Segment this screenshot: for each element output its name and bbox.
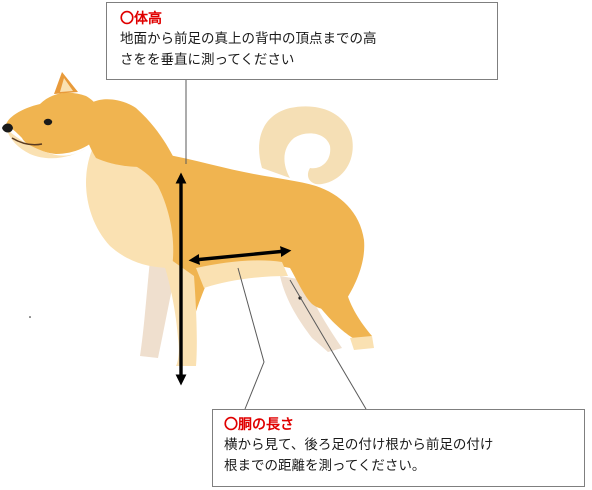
near-hind-leg: [292, 262, 372, 340]
stray-dot: [29, 316, 31, 318]
length-callout-line-2: 根までの距離を測ってください。: [224, 458, 426, 474]
dog-belly: [196, 260, 288, 288]
hind-paw: [350, 336, 374, 350]
dog-neck: [83, 99, 176, 167]
dog-nose: [2, 123, 13, 133]
far-hind-leg: [280, 276, 342, 352]
dog-head: [6, 92, 103, 154]
dog-chest: [86, 150, 174, 268]
length-callout: 〇胴の長さ 横から見て、後ろ足の付け根から前足の付け 根までの距離を測ってくださ…: [212, 409, 585, 487]
dog-muzzle: [6, 128, 86, 159]
length-arrow: [188, 246, 292, 265]
height-callout-line-1: 地面から前足の真上の背中の頂点までの高: [120, 31, 377, 47]
length-callout-title: 〇胴の長さ: [224, 417, 294, 433]
height-callout-line-2: さをを垂直に測ってください: [120, 52, 295, 68]
length-leader-line: [237, 267, 265, 410]
length-callout-line-1: 横から見て、後ろ足の付け根から前足の付け: [224, 437, 494, 453]
dog-mouth: [11, 137, 43, 146]
dog-ear-inner: [60, 78, 73, 92]
far-front-leg: [140, 260, 178, 358]
length-leader-line-hind: [289, 279, 367, 410]
dog-eye: [43, 118, 53, 126]
height-callout-title: 〇体高: [120, 11, 162, 27]
tail: [259, 106, 353, 185]
height-callout: 〇体高 地面から前足の真上の背中の頂点までの高 さをを垂直に測ってください: [106, 2, 498, 80]
far-legs: [140, 260, 342, 358]
